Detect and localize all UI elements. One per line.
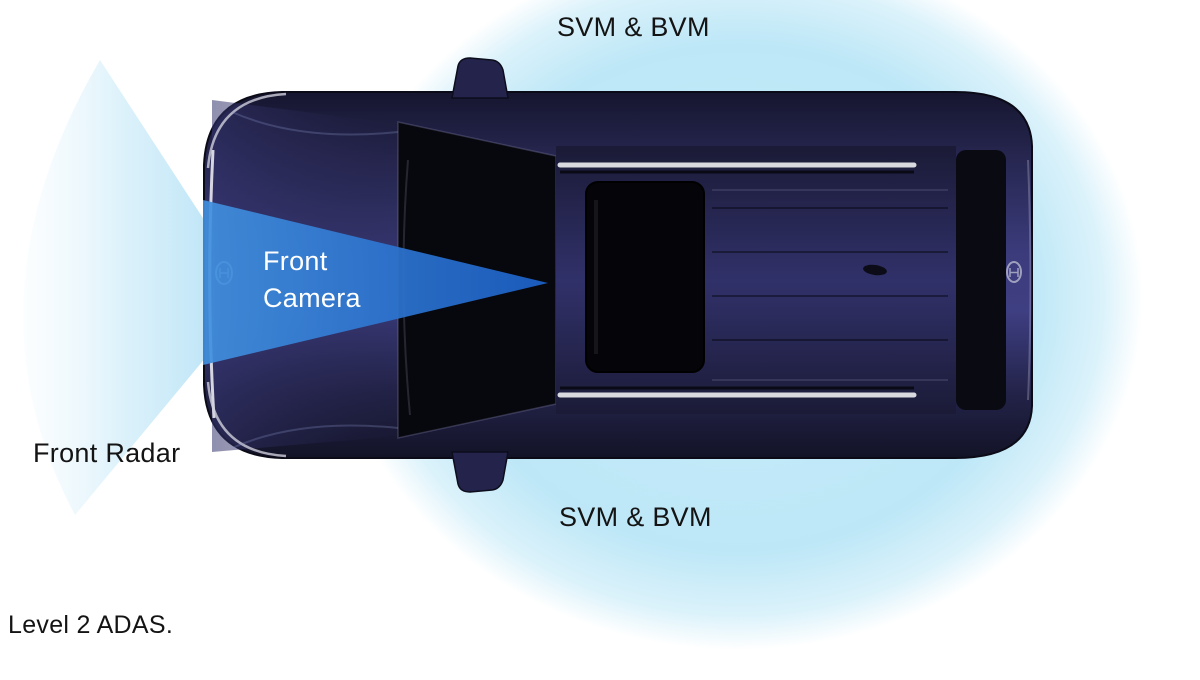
rear-chrome-strip — [1027, 159, 1032, 401]
label-front-camera-line2: Camera — [263, 283, 361, 313]
front-corner-chrome-top — [206, 92, 287, 169]
front-radar-cone — [23, 60, 255, 515]
brand-logo-rear-icon — [1006, 261, 1022, 283]
rear-window — [956, 150, 1006, 410]
label-front-radar: Front Radar — [33, 438, 181, 468]
label-front-camera-line1: Front — [263, 246, 328, 276]
label-svm-top: SVM & BVM — [557, 12, 710, 42]
side-mirror-top — [451, 57, 509, 99]
front-camera-cone — [203, 200, 548, 365]
roof-ridges — [712, 207, 948, 341]
hood-crease-top — [231, 111, 399, 136]
side-mirror-bottom — [451, 451, 509, 493]
roof-antenna — [863, 264, 887, 276]
front-corner-chrome-bottom — [206, 381, 287, 458]
panoramic-sunroof — [585, 181, 705, 373]
label-front-camera: Front Camera — [263, 243, 361, 317]
label-svm-bottom: SVM & BVM — [559, 502, 712, 532]
caption-level2-adas: Level 2 ADAS. — [8, 611, 174, 639]
hood-crease-bottom — [231, 424, 399, 449]
